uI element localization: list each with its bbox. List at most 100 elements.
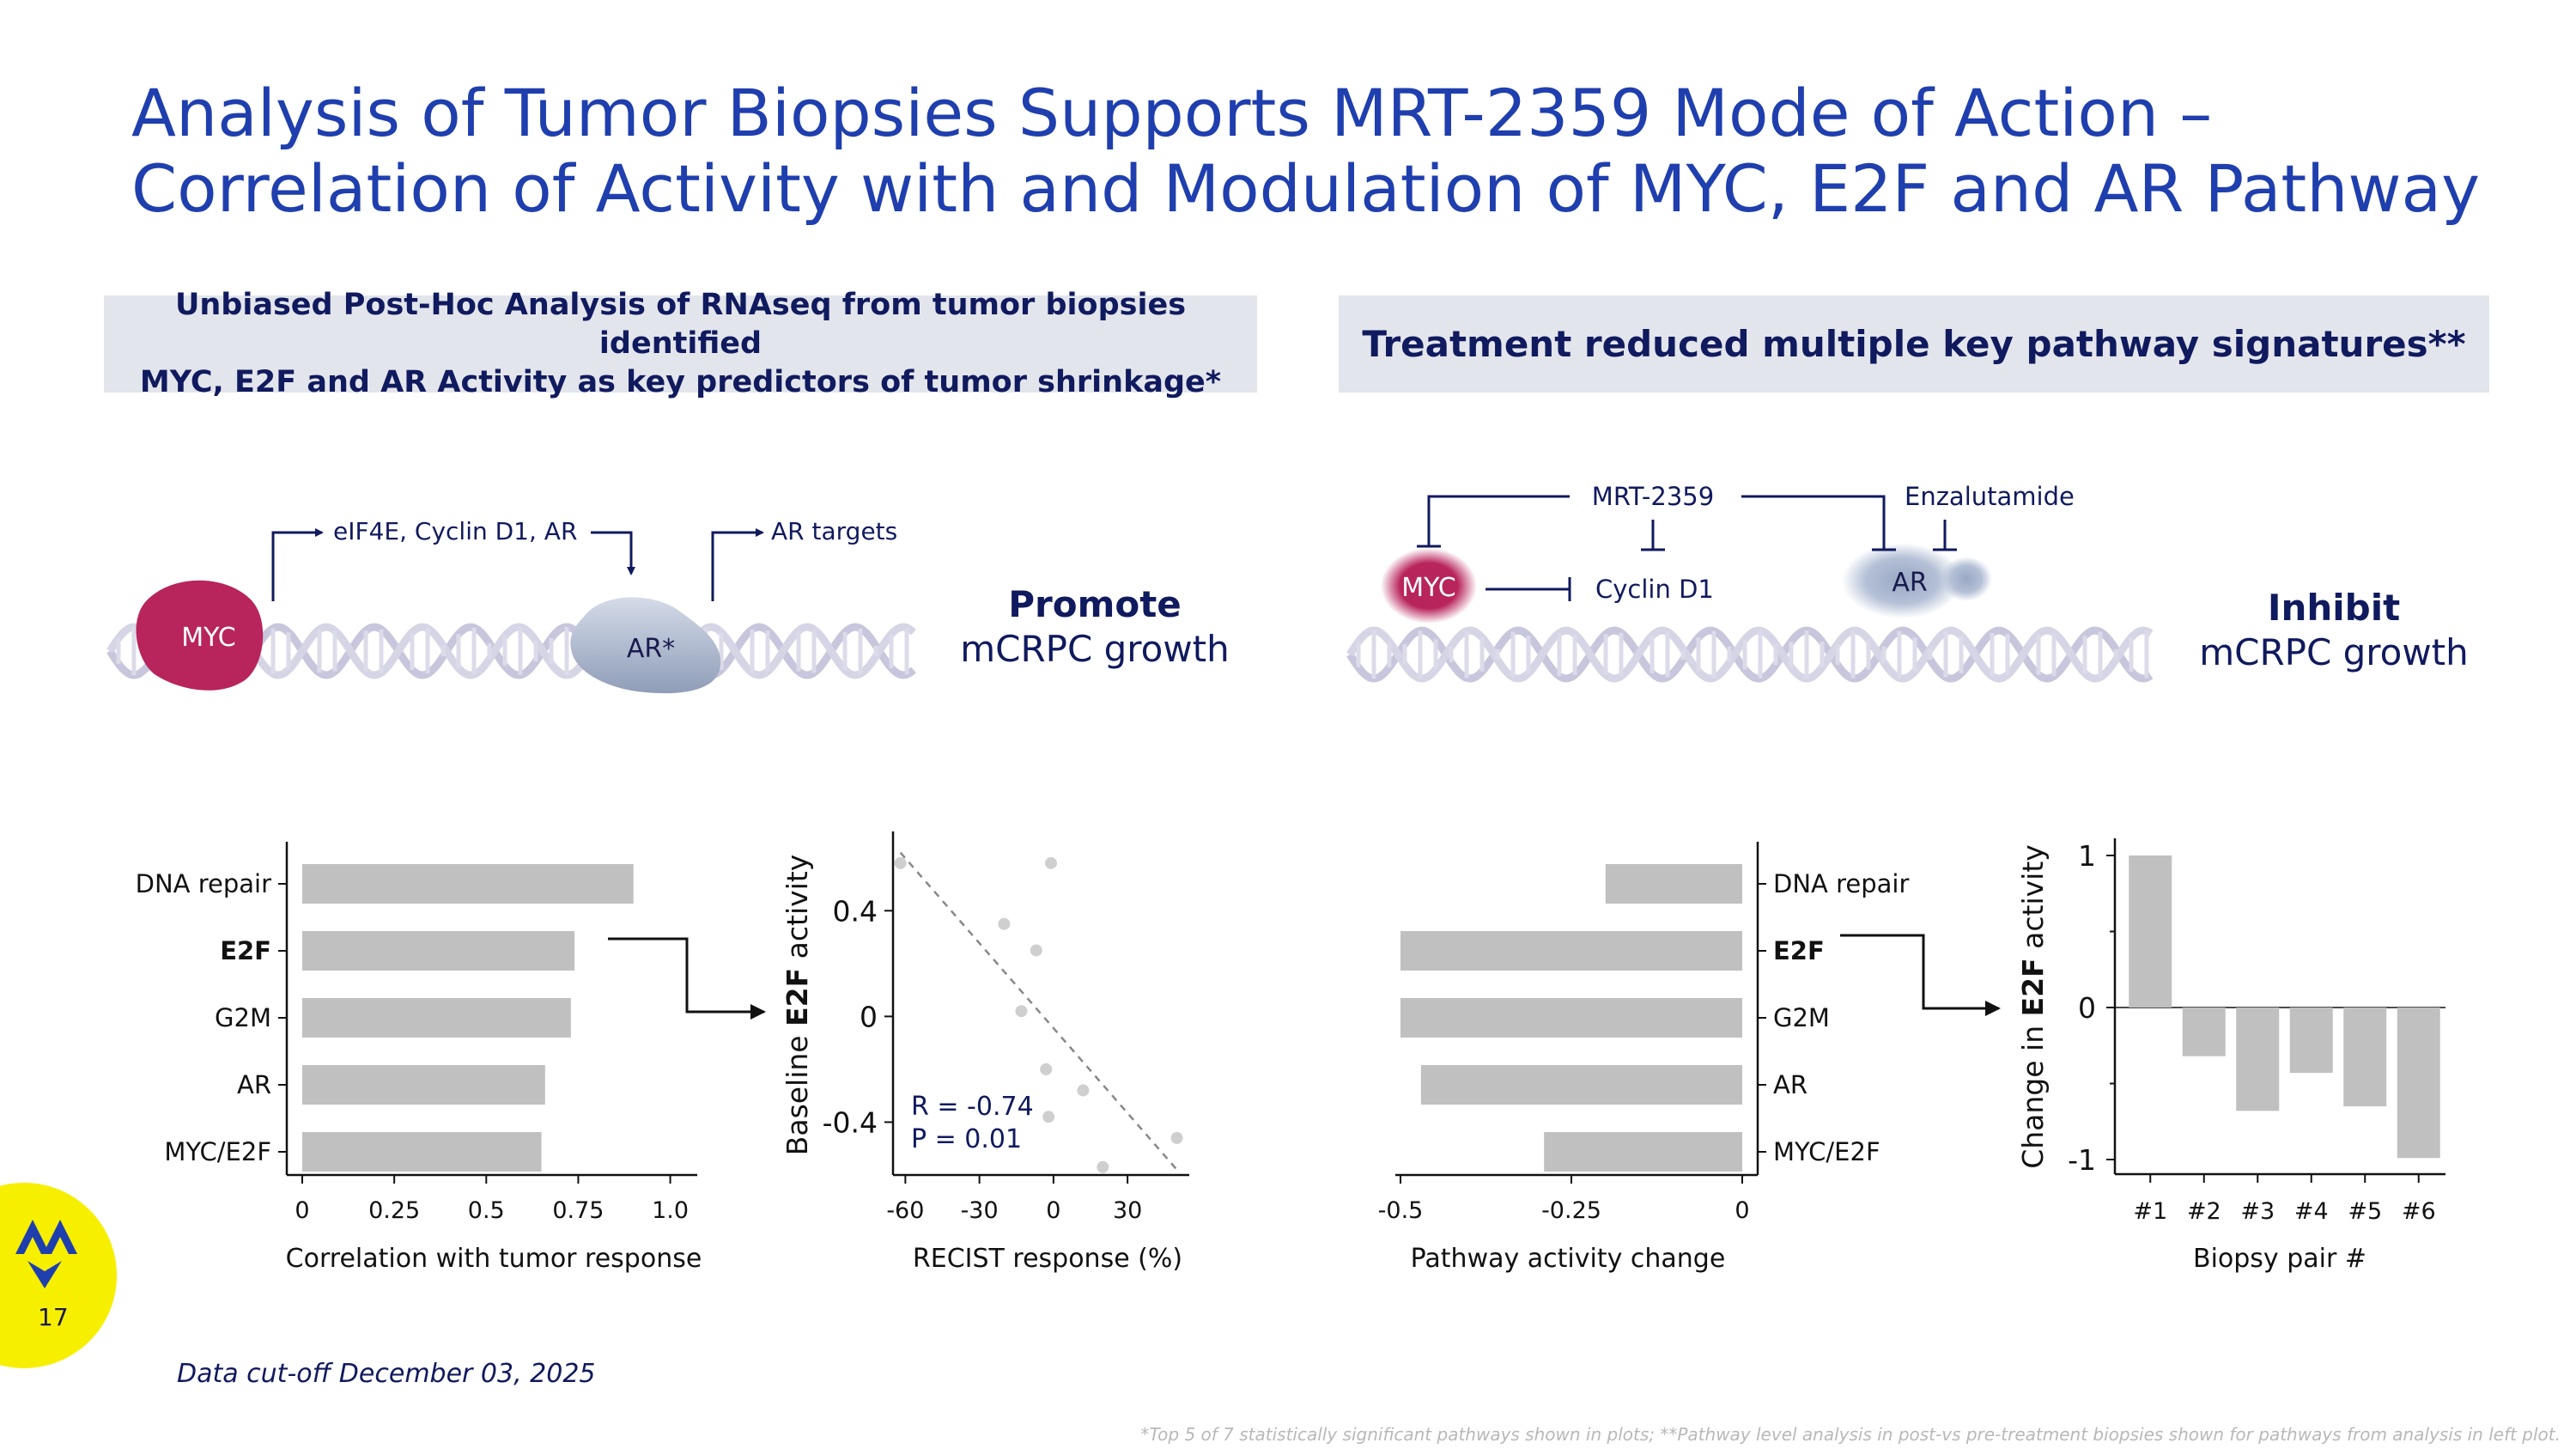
effect-promote-text: mCRPC growth [960,628,1230,670]
y-axis-label-prefix: Change in [2016,1016,2050,1168]
arrow1-label: eIF4E, Cyclin D1, AR [333,517,577,545]
x-tick-label: -0.5 [1378,1197,1424,1224]
effect-inhibit: Inhibit [2268,587,2400,629]
annotation-r: R = -0.74 [911,1092,1034,1122]
x-axis-label: RECIST response (%) [913,1244,1182,1274]
category-label: DNA repair [136,869,271,898]
chart-scatter-e2f: 0.4 0 -0.4 -60 -30 0 30 R = -0.74P = 0.01RECIST… [781,831,1189,1274]
effect-inhibit-text: mCRPC growth [2199,631,2469,673]
ar-protein-right-lobe [1941,557,1992,601]
page-title: Analysis of Tumor Biopsies Supports MRT-… [131,76,2536,227]
scatter-point [1015,1005,1028,1018]
drug-mrt2359: MRT-2359 [1592,482,1714,511]
category-label: E2F [1773,936,1825,965]
x-tick-label: #4 [2294,1198,2329,1225]
arrow-ar-to-targets [711,528,764,601]
myc-label-left: MYC [181,623,236,653]
x-tick-label: 0 [1735,1197,1749,1224]
x-tick-label: 0.25 [368,1197,420,1224]
bar-biopsy-6 [2397,1008,2440,1159]
x-tick-label: 0.5 [468,1197,505,1224]
y-tick-label: -1 [2068,1143,2096,1177]
company-logo [0,1183,117,1368]
y-axis-label: Change in E2F activity [2016,844,2050,1169]
bar-e2f [302,931,575,971]
myc-label-right: MYC [1401,573,1456,603]
bar-e2f [1400,931,1742,971]
x-tick-label: #3 [2240,1198,2275,1225]
y-tick-label: 0 [860,1000,878,1033]
bar-biopsy-2 [2182,1008,2226,1056]
bar-ar [302,1065,545,1105]
bar-dna-repair [302,864,634,904]
x-tick-label: -60 [886,1197,924,1224]
x-tick-label: #1 [2133,1198,2167,1225]
logo-circle [0,1183,117,1368]
right-panel-header: Treatment reduced multiple key pathway s… [1339,295,2489,393]
bar-biopsy-1 [2129,855,2172,1008]
y-tick-label: -0.4 [823,1105,878,1139]
annotation-p: P = 0.01 [911,1124,1022,1154]
ar-label-left: AR* [627,634,675,664]
drug-enzalutamide: Enzalutamide [1905,482,2075,511]
category-label: MYC/E2F [164,1137,271,1166]
logo-mark-icon [15,1220,77,1288]
data-cutoff-note: Data cut-off December 03, 2025 [177,1359,596,1389]
effect-promote: Promote [1008,583,1182,625]
ar-protein-right [1842,543,1962,618]
x-axis-label: Pathway activity change [1411,1244,1726,1274]
scatter-point [1040,1062,1053,1075]
scatter-point [1170,1131,1183,1144]
x-tick-label: #6 [2402,1198,2436,1225]
x-tick-label: -30 [961,1197,999,1224]
ar-protein-left [570,597,721,694]
arrow-targets-to-ar [591,531,635,575]
bar-myc-e2f [302,1132,542,1172]
inhibit-line-enzalutamide [1933,520,1957,551]
left-header-line-1: Unbiased Post-Hoc Analysis of RNAseq fro… [174,288,1187,361]
y-axis-label-suffix: activity [781,855,814,968]
bar-dna-repair [1605,864,1742,904]
category-label: G2M [1773,1003,1830,1032]
category-label: AR [237,1070,271,1099]
y-axis-label-suffix: activity [2016,844,2050,958]
title-line-1: Analysis of Tumor Biopsies Supports MRT-… [131,75,2213,151]
arrow-myc-to-targets [271,528,324,601]
right-mechanism-diagram: MYC AR MRT-2359 Cyclin D1 Enzalutamide I… [1346,482,2469,683]
y-axis-label-prefix: Baseline [781,1026,814,1155]
y-axis-label: Baseline E2F activity [781,855,814,1156]
ar-label-right: AR [1892,568,1927,598]
bar-biopsy-4 [2289,1008,2333,1074]
y-tick-label: 0.4 [833,894,878,928]
left-mechanism-diagram: MYC AR* eIF4E, Cyclin D1, AR AR targets … [106,517,1230,694]
footnote: *Top 5 of 7 statistically significant pa… [1140,1424,2561,1445]
inhibit-line-myc [1417,495,1570,548]
dna-helix-right-rungs [1356,630,2149,679]
x-axis-label: Biopsy pair # [2193,1244,2366,1274]
inhibit-line-ar [1741,495,1896,551]
page-number: 17 [38,1303,69,1331]
scatter-point [1042,1111,1055,1123]
target-cyclin-d1: Cyclin D1 [1595,575,1714,604]
bar-g2m [302,998,571,1038]
myc-protein-right [1381,548,1477,624]
x-tick-label: 30 [1113,1197,1142,1224]
scatter-point [894,856,907,869]
scatter-point [998,917,1011,930]
y-tick-label: 0 [2078,991,2096,1025]
x-tick-label: 0 [1046,1197,1060,1224]
x-tick-label: 0 [295,1197,309,1224]
bar-g2m [1400,998,1742,1038]
title-line-2: Correlation of Activity with and Modulat… [131,150,2481,227]
x-tick-label: #2 [2187,1198,2221,1225]
scatter-point [1097,1160,1109,1173]
left-header-line-2: MYC, E2F and AR Activity as key predicto… [139,365,1222,399]
y-axis-label-bold: E2F [781,968,814,1026]
category-label: E2F [220,936,271,965]
y-tick-label: 1 [2078,839,2096,873]
scatter-point [1030,944,1042,957]
category-label: DNA repair [1773,869,1909,898]
scatter-point [1077,1084,1090,1097]
